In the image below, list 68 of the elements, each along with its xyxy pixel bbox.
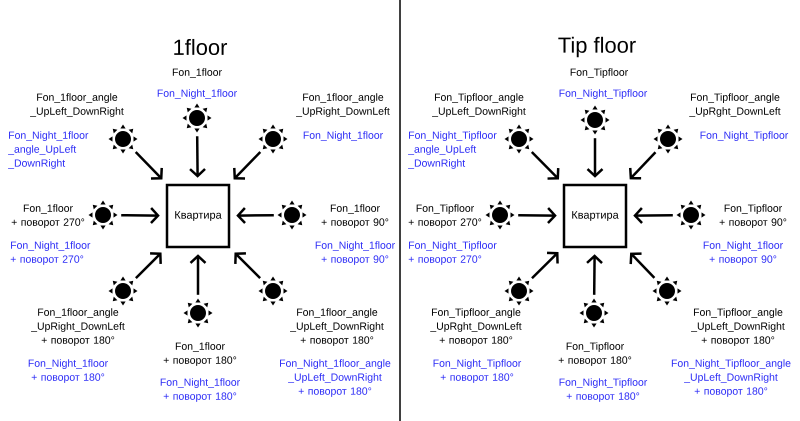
sun-icon xyxy=(108,276,138,306)
node-label: Fon_Night_1floor xyxy=(304,131,383,141)
node-label: Fon_Tipfloor_angle _UpRght_DownLeft + поворот 180° xyxy=(430,308,522,346)
node-label: Fon_Tipfloor + поворот 270° xyxy=(408,204,482,228)
node-label: Fon_1floor xyxy=(172,68,222,78)
node-label: Fon_Night_1floor + поворот 180° xyxy=(160,378,240,402)
arrow xyxy=(586,138,604,178)
node-label: Fon_Night_Tipfloor xyxy=(700,131,788,141)
node-label: Fon_Night_Tipfloor + поворот 180° xyxy=(434,359,522,383)
sun-icon xyxy=(652,276,682,306)
arrow xyxy=(134,151,163,180)
arrow xyxy=(530,151,560,180)
sun-icon xyxy=(676,200,706,230)
sun-icon xyxy=(504,276,534,306)
arrow xyxy=(629,252,656,279)
arrow xyxy=(236,207,274,224)
node-label: Fon_1floor_angle _UpLeft_DownRight xyxy=(30,93,124,117)
node-label: Fon_Night_1floor + поворот 180° xyxy=(28,359,108,383)
sun-icon xyxy=(486,200,514,230)
panel-title: Tip floor xyxy=(558,36,636,58)
sun-icon xyxy=(184,298,212,328)
arrow xyxy=(121,207,160,224)
node-label: Fon_Night_Tipfloor + поворот 270° xyxy=(408,241,497,265)
sun-icon xyxy=(258,124,288,154)
node-label: Fon_1floor_angle _UpRight_DownLeft xyxy=(296,93,390,117)
node-label: Fon_1floor_angle _UpLeft_DownRight + поворот 180° xyxy=(290,308,384,346)
sun-icon xyxy=(580,106,610,134)
arrow xyxy=(234,252,262,280)
sun-icon xyxy=(654,124,682,154)
node-label: Fon_Tipfloor_angle _UpLeft_DownRight xyxy=(432,93,526,117)
node-label: Fon_Tipfloor_angle _UpRght_DownLeft xyxy=(689,93,781,117)
arrow xyxy=(586,254,603,295)
arrow xyxy=(135,252,162,280)
node-label: Fon_Tipfloor + поворот 90° xyxy=(720,204,786,228)
sun-icon xyxy=(88,200,118,230)
node-label: Fon_Night_1floor + поворот 90° xyxy=(704,241,783,265)
node-label: Fon_Night_1floor + поворот 90° xyxy=(316,241,395,265)
arrow xyxy=(628,151,656,180)
node-label: Fon_Night_Tipfloor + поворот 180° xyxy=(560,378,648,402)
arrow xyxy=(531,252,559,280)
arrow xyxy=(190,254,206,295)
node-label: Fon_1floor + поворот 270° xyxy=(12,204,84,228)
node-label: Fon_Night_Tipfloor _angle_UpLeft _DownRight xyxy=(408,131,497,169)
sun-icon xyxy=(182,104,212,132)
node-label: Fon_Night_Tipfloor xyxy=(560,89,648,99)
sun-icon xyxy=(278,200,306,230)
node-label: Fon_Night_1floor_angle _UpLeft_DownRight + поворот 180° xyxy=(280,359,390,397)
room-box: Квартира xyxy=(166,184,230,248)
node-label: Fon_Night_Tipfloor_angle _UpLeft_DownRight + поворот 180° xyxy=(672,359,790,397)
node-label: Fon_Night_1floor _angle_UpLeft _DownRight xyxy=(8,131,88,169)
node-label: Fon_Tipfloor + поворот 180° xyxy=(558,342,632,366)
sun-icon xyxy=(504,124,534,154)
room-box: Квартира xyxy=(562,184,628,248)
arrow xyxy=(633,207,673,224)
node-label: Fon_1floor_angle _UpRight_DownLeft + поворот 180° xyxy=(31,308,125,346)
node-label: Fon_Tipfloor xyxy=(570,68,628,78)
node-label: Fon_1floor + поворот 90° xyxy=(322,204,388,228)
node-label: Fon_Night_1floor xyxy=(158,89,237,99)
sun-icon xyxy=(580,298,608,328)
node-label: Fon_Night_1floor + поворот 270° xyxy=(10,241,90,265)
arrow xyxy=(189,136,206,178)
node-label: Fon_Tipfloor_angle _UpLeft_DownRight + поворот 180° xyxy=(691,308,785,346)
sun-icon xyxy=(258,276,288,306)
arrow xyxy=(518,207,557,224)
panel-title: 1floor xyxy=(174,38,228,56)
arrow xyxy=(233,151,262,180)
sun-icon xyxy=(108,124,138,154)
node-label: Fon_1floor + поворот 180° xyxy=(164,342,236,366)
